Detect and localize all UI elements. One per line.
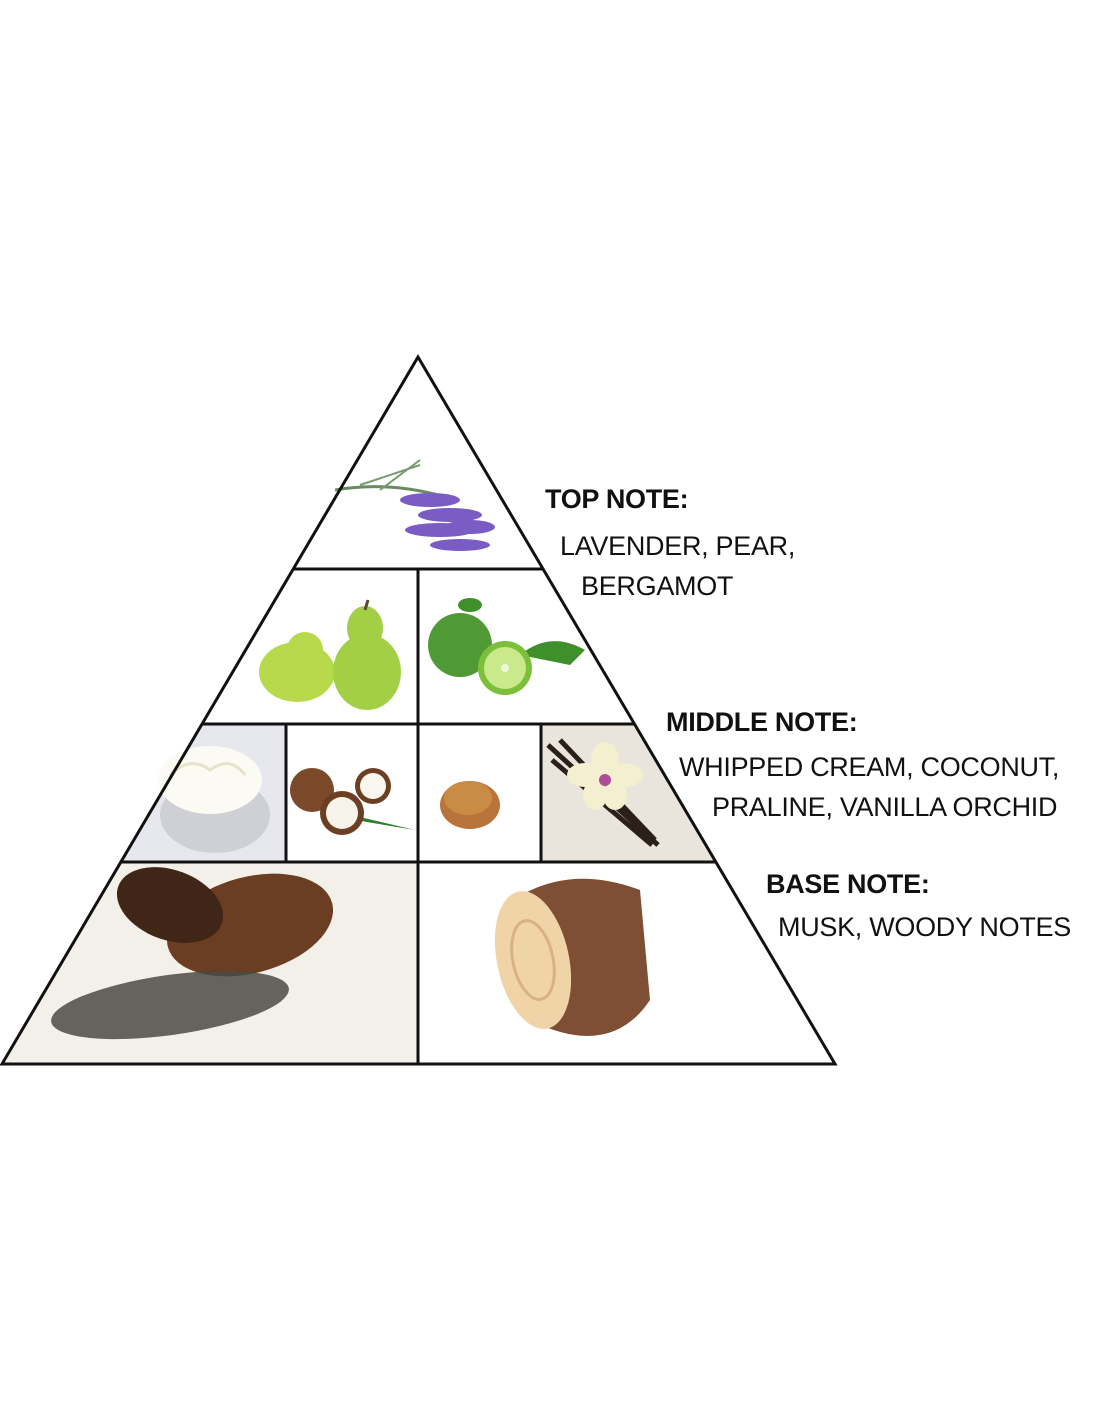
base-note-line1: MUSK, WOODY NOTES (778, 912, 1071, 942)
base-note-title: BASE NOTE: (766, 869, 930, 899)
top-note-line2: BERGAMOT (581, 571, 734, 601)
middle-note-line1: WHIPPED CREAM, COCONUT, (679, 752, 1060, 782)
middle-note-line2: PRALINE, VANILLA ORCHID (712, 792, 1058, 822)
middle-note-title: MIDDLE NOTE: (666, 707, 858, 737)
top-note-line1: LAVENDER, PEAR, (560, 531, 796, 561)
lavender-image (334, 459, 495, 551)
vanilla-orchid-image (541, 724, 715, 862)
pear-image (259, 599, 401, 710)
pyramid-outline (0, 354, 838, 1066)
praline-image (440, 781, 500, 829)
cream-image (121, 724, 286, 862)
musk-image (2, 862, 418, 1064)
coconut-image (290, 768, 415, 835)
top-note-title: TOP NOTE: (545, 484, 689, 514)
bergamot-image (428, 598, 585, 695)
wood-log-image (494, 878, 650, 1036)
